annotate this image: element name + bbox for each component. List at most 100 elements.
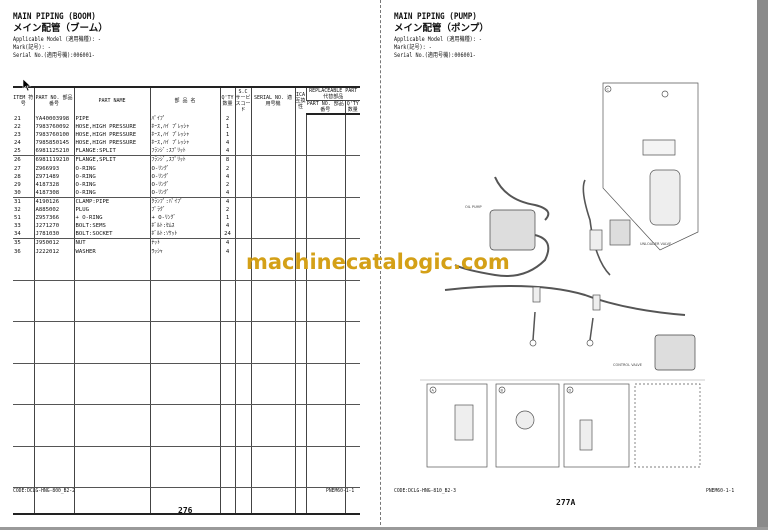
- empty-cell: [149, 380, 220, 389]
- hose: [454, 234, 550, 277]
- empty-cell: [234, 338, 251, 347]
- cell-name-jp: ﾎﾞﾙﾄ:ｿｹｯﾄ: [149, 230, 220, 240]
- table-row: [13, 297, 360, 306]
- empty-cell: [294, 288, 306, 298]
- empty-cell: [73, 371, 150, 380]
- cell-name-jp: O-ﾘﾝｸﾞ: [149, 180, 220, 189]
- empty-cell: [250, 222, 295, 231]
- right-mark: Mark(記号): -: [394, 44, 432, 51]
- cell-part-no: Z971489: [33, 172, 74, 181]
- cell-part-no: J222012: [33, 247, 74, 256]
- empty-cell: [13, 256, 34, 264]
- table-row: [13, 388, 360, 397]
- cell-name-jp: ﾎﾞﾙﾄ:ｾﾑｽ: [149, 222, 220, 231]
- empty-cell: [73, 288, 150, 298]
- empty-cell: [305, 155, 345, 165]
- cell-name: HOSE,HIGH PRESSURE: [73, 123, 150, 132]
- empty-cell: [294, 321, 306, 331]
- cell-qty: 4: [219, 147, 235, 157]
- table-row: [13, 404, 360, 414]
- empty-cell: [219, 288, 235, 298]
- empty-cell: [344, 363, 360, 372]
- empty-cell: [294, 446, 306, 455]
- empty-cell: [234, 147, 251, 157]
- empty-cell: [305, 363, 345, 372]
- empty-cell: [250, 404, 295, 414]
- watermark: machinecatalogic.com: [246, 250, 510, 274]
- empty-cell: [250, 271, 295, 281]
- empty-cell: [344, 139, 360, 148]
- empty-cell: [250, 180, 295, 189]
- empty-cell: [250, 462, 295, 472]
- empty-cell: [250, 280, 295, 289]
- cell-part-no: 6981125210: [33, 147, 74, 157]
- empty-cell: [250, 214, 295, 223]
- left-serial-no: Serial No.(適用号機):006001-: [13, 52, 95, 59]
- empty-cell: [219, 330, 235, 339]
- parts-diagram: C OIL PUMP UNLOADER VALVE CONTROL VALVE …: [420, 82, 705, 468]
- bottom-edge: [0, 527, 768, 530]
- empty-cell: [219, 504, 235, 515]
- table-row: [13, 446, 360, 455]
- empty-cell: [294, 214, 306, 223]
- empty-cell: [305, 255, 345, 264]
- empty-cell: [250, 255, 295, 264]
- empty-cell: [294, 338, 306, 347]
- empty-cell: [294, 437, 306, 447]
- empty-cell: [294, 354, 306, 364]
- left-page-number: 276: [178, 506, 193, 515]
- empty-cell: [234, 504, 251, 515]
- hose: [444, 285, 686, 316]
- empty-cell: [344, 429, 360, 438]
- empty-cell: [149, 437, 220, 447]
- left-footer-ref: PNEM60-1-1: [326, 488, 355, 494]
- empty-cell: [219, 380, 235, 389]
- header-sc: S.C サービスコード: [234, 86, 251, 114]
- empty-cell: [13, 264, 34, 272]
- table-row: [13, 305, 360, 314]
- left-applicable-model: Applicable Model (適用機種): -: [13, 36, 101, 43]
- empty-cell: [344, 354, 360, 364]
- empty-cell: [344, 396, 360, 406]
- cell-part-no: 7985850145: [33, 139, 74, 148]
- bolt: [661, 90, 669, 98]
- empty-cell: [250, 396, 295, 406]
- header-part-no: PART NO. 部品番号: [33, 86, 74, 114]
- empty-cell: [73, 263, 150, 272]
- empty-cell: [294, 487, 306, 497]
- empty-cell: [305, 263, 345, 272]
- empty-cell: [344, 454, 360, 463]
- empty-cell: [305, 413, 345, 422]
- empty-cell: [344, 230, 360, 240]
- header-replaceable-part: REPLACEABLE PART 代替部品: [305, 86, 360, 101]
- empty-cell: [305, 388, 345, 397]
- cell-name: FLANGE,SPLIT: [73, 155, 150, 165]
- scrollbar[interactable]: [757, 0, 768, 530]
- empty-cell: [219, 354, 235, 364]
- empty-cell: [294, 188, 306, 198]
- empty-cell: [305, 487, 345, 497]
- cell-item: 26: [14, 157, 21, 164]
- cell-name-jp: O-ﾘﾝｸﾞ: [149, 188, 220, 198]
- empty-cell: [294, 147, 306, 157]
- empty-cell: [305, 297, 345, 306]
- empty-cell: [234, 371, 251, 380]
- cell-qty: 2: [219, 114, 235, 124]
- cell-part-no: 7983760100: [33, 131, 74, 140]
- cell-part-no: 4187308: [33, 188, 74, 198]
- empty-cell: [344, 404, 360, 414]
- empty-cell: [219, 496, 235, 505]
- empty-cell: [73, 504, 150, 515]
- empty-cell: [305, 180, 345, 189]
- table-row: [13, 454, 360, 463]
- cell-qty: 2: [219, 164, 235, 173]
- empty-cell: [344, 114, 360, 124]
- empty-cell: [149, 363, 220, 372]
- empty-cell: [73, 354, 150, 364]
- empty-cell: [294, 504, 306, 515]
